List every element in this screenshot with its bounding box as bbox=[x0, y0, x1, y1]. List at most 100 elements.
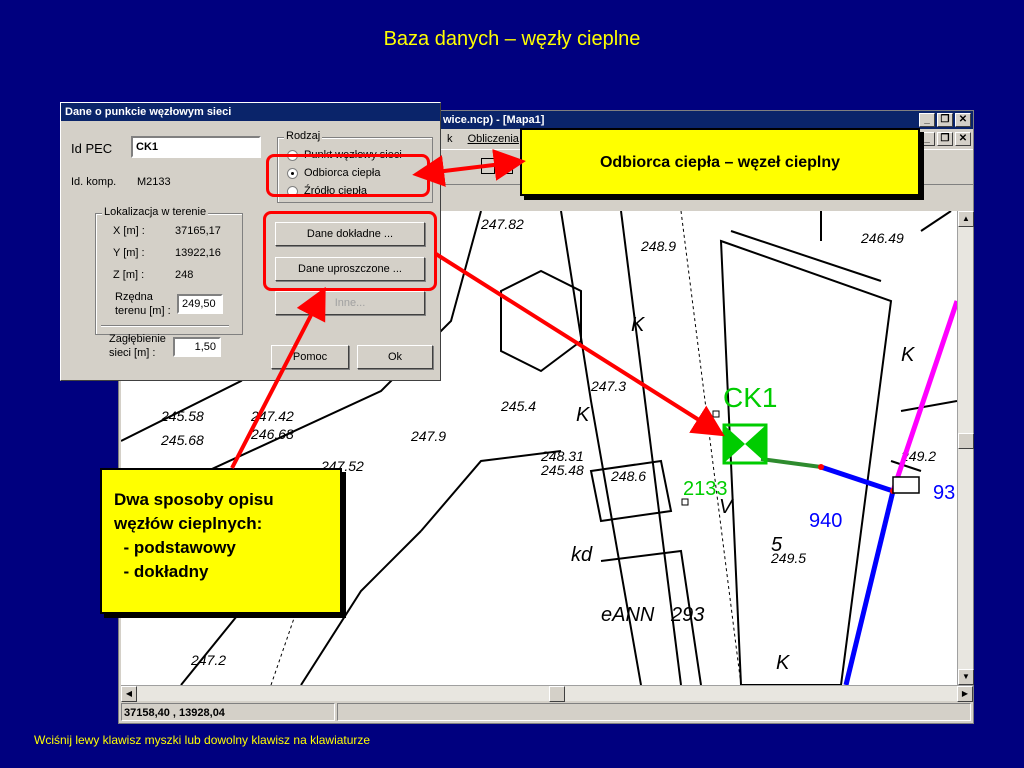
x-label: X [m] : bbox=[113, 225, 145, 237]
zaglebienie-label: Zagłębienie bbox=[109, 333, 166, 345]
horizontal-scroll-thumb[interactable] bbox=[549, 686, 565, 702]
map-elevation-label: 246.49 bbox=[860, 230, 904, 246]
node-id-label: 2133 bbox=[683, 478, 728, 500]
child-restore-icon[interactable]: ❐ bbox=[937, 132, 953, 146]
map-elevation-label: 247.2 bbox=[190, 652, 226, 668]
map-elevation-label: 246.68 bbox=[250, 426, 294, 442]
toolbar-button[interactable] bbox=[499, 158, 513, 174]
map-elevation-label: 247.82 bbox=[480, 216, 524, 232]
horizontal-scrollbar[interactable]: ◀ ▶ bbox=[121, 685, 973, 702]
map-elevation-label: 247.3 bbox=[590, 378, 626, 394]
parcel-label: kd bbox=[571, 544, 593, 566]
ok-button[interactable]: Ok bbox=[357, 345, 433, 369]
rzedna-label-2: terenu [m] : bbox=[115, 305, 171, 317]
id-pec-input[interactable] bbox=[131, 136, 261, 158]
radio-odbiorca-ciepla[interactable]: Odbiorca ciepła bbox=[287, 167, 380, 179]
rodzaj-label: Rodzaj bbox=[284, 130, 323, 142]
slide-title: Baza danych – węzły cieplne bbox=[383, 28, 641, 50]
callout-line: Dwa sposoby opisu bbox=[114, 490, 274, 509]
rzedna-label: Rzędna bbox=[115, 291, 153, 303]
heat-node-symbol[interactable] bbox=[722, 423, 768, 465]
pipe-blue-vertical[interactable] bbox=[843, 490, 896, 685]
pipe-magenta[interactable] bbox=[890, 300, 957, 492]
parcel-label: K bbox=[776, 652, 791, 674]
map-elevation-label: 245.48 bbox=[540, 462, 584, 478]
id-komp-value: M2133 bbox=[137, 176, 171, 188]
callout-description: Dwa sposoby opisu węzłów cieplnych: - po… bbox=[100, 468, 342, 614]
map-elevation-label: 245.4 bbox=[500, 398, 536, 414]
radio-label: Odbiorca ciepła bbox=[304, 167, 381, 179]
child-minimize-icon[interactable]: _ bbox=[919, 132, 935, 146]
status-panel bbox=[337, 703, 971, 721]
map-elevation-label: 248.6 bbox=[610, 468, 646, 484]
callout-line: - podstawowy bbox=[114, 538, 236, 557]
pipe-label: 940 bbox=[809, 510, 842, 532]
parcel-number-label: 293 bbox=[670, 604, 704, 626]
pipe-blue[interactable] bbox=[820, 464, 894, 494]
toolbar-button[interactable] bbox=[481, 158, 495, 174]
map-elevation-label: 247.9 bbox=[410, 428, 446, 444]
separator bbox=[101, 325, 229, 327]
selection-handle bbox=[712, 410, 720, 418]
id-pec-label: Id PEC bbox=[71, 141, 113, 156]
map-elevation-label: 248.9 bbox=[640, 238, 676, 254]
menu-item-obliczenia[interactable]: Obliczenia bbox=[467, 133, 519, 145]
inne-button[interactable]: Inne... bbox=[275, 291, 425, 315]
location-label: Lokalizacja w terenie bbox=[102, 206, 209, 218]
id-komp-label: Id. komp. bbox=[71, 176, 117, 188]
scroll-up-icon[interactable]: ▲ bbox=[958, 211, 974, 227]
map-elevation-label: 245.58 bbox=[160, 408, 204, 424]
status-coordinates: 37158,40 , 13928,04 bbox=[121, 703, 335, 721]
node-label: CK1 bbox=[723, 382, 777, 413]
parcel-label: eANN bbox=[601, 604, 655, 626]
pomoc-button[interactable]: Pomoc bbox=[271, 345, 349, 369]
z-label: Z [m] : bbox=[113, 269, 145, 281]
zaglebienie-label-2: sieci [m] : bbox=[109, 347, 156, 359]
pipe-green[interactable] bbox=[760, 457, 822, 469]
restore-icon[interactable]: ❐ bbox=[937, 113, 953, 127]
callout-line: - dokładny bbox=[114, 562, 209, 581]
statusbar: 37158,40 , 13928,04 bbox=[121, 703, 973, 721]
map-elevation-label: 245.68 bbox=[160, 432, 204, 448]
callout-line: węzłów cieplnych: bbox=[114, 514, 263, 533]
map-elevation-label: 249.2 bbox=[900, 448, 936, 464]
y-value: 13922,16 bbox=[175, 247, 221, 259]
map-elevation-label: 247.42 bbox=[250, 408, 294, 424]
scroll-left-icon[interactable]: ◀ bbox=[121, 686, 137, 702]
minimize-icon[interactable]: _ bbox=[919, 113, 935, 127]
dane-dokladne-button[interactable]: Dane dokładne ... bbox=[275, 222, 425, 246]
radio-highlight-box bbox=[266, 154, 430, 197]
dialog-title: Dane o punkcie węzłowym sieci bbox=[61, 103, 440, 121]
parcel-label: K bbox=[576, 404, 591, 426]
building-marker bbox=[892, 476, 920, 494]
buttons-highlight-box bbox=[263, 211, 437, 291]
rzedna-input[interactable] bbox=[177, 294, 223, 314]
pipe-label: 93 bbox=[933, 482, 955, 504]
menu-item-k[interactable]: k bbox=[447, 133, 453, 145]
app-title: wice.ncp) - [Mapa1] bbox=[443, 114, 545, 126]
radio-checked-icon[interactable] bbox=[287, 167, 298, 179]
map-elevation-label: 248.31 bbox=[540, 448, 584, 464]
vertical-scrollbar[interactable]: ▲ ▼ bbox=[957, 211, 974, 685]
slide-footer: Wciśnij lewy klawisz myszki lub dowolny … bbox=[34, 733, 371, 747]
close-icon[interactable]: ✕ bbox=[955, 113, 971, 127]
selection-handle bbox=[681, 498, 689, 506]
zaglebienie-input[interactable] bbox=[173, 337, 221, 357]
location-groupbox: Lokalizacja w terenie bbox=[95, 206, 243, 335]
child-close-icon[interactable]: ✕ bbox=[955, 132, 971, 146]
scroll-right-icon[interactable]: ▶ bbox=[957, 686, 973, 702]
rodzaj-groupbox: Rodzaj bbox=[277, 130, 433, 203]
parcel-label: K bbox=[631, 314, 646, 336]
scroll-down-icon[interactable]: ▼ bbox=[958, 669, 974, 685]
map-elevation-label: 249.5 bbox=[770, 550, 806, 566]
node-data-dialog: Dane o punkcie węzłowym sieci Id PEC Id.… bbox=[60, 102, 441, 381]
parcel-label: V bbox=[719, 496, 734, 518]
z-value: 248 bbox=[175, 269, 194, 281]
y-label: Y [m] : bbox=[113, 247, 145, 259]
parcel-number-label: 5 bbox=[771, 534, 783, 556]
pipe-node-marker[interactable] bbox=[818, 464, 824, 470]
vertical-scroll-thumb[interactable] bbox=[958, 433, 974, 449]
callout-heat-node: Odbiorca ciepła – węzeł cieplny bbox=[520, 128, 920, 196]
dane-uproszczone-button[interactable]: Dane uproszczone ... bbox=[275, 257, 425, 281]
parcel-label: K bbox=[901, 344, 916, 366]
